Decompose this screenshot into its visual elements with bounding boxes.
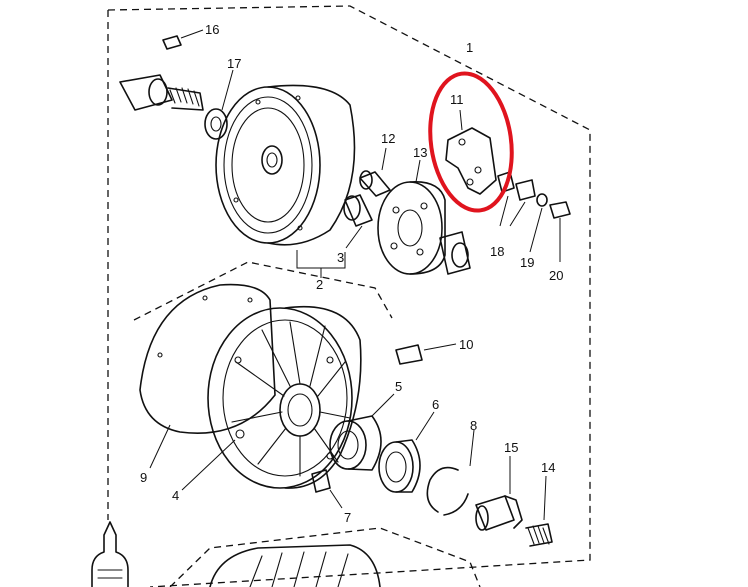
callout-16: 16 [205, 22, 219, 37]
part-7-plug [311, 469, 343, 509]
part-8-snap-ring [426, 429, 475, 516]
callout-8: 8 [470, 418, 477, 433]
callout-12: 12 [381, 131, 395, 146]
part-12-bolt [359, 147, 391, 197]
assembly-boundary [107, 5, 591, 587]
callout-9: 9 [140, 470, 147, 485]
grease-bottle [91, 521, 129, 587]
callout-6: 6 [432, 397, 439, 412]
shaft-spring [119, 74, 204, 111]
part-15-fitting [475, 456, 523, 531]
gasket-section-outline [133, 261, 393, 321]
callout-10: 10 [459, 337, 473, 352]
callout-4: 4 [172, 488, 179, 503]
part-10-bolt [395, 343, 457, 365]
callout-13: 13 [413, 145, 427, 160]
part-3-bushing [343, 194, 373, 249]
callout-19: 19 [520, 255, 534, 270]
highlight-circle [428, 71, 514, 213]
callout-17: 17 [227, 56, 241, 71]
callout-18: 18 [490, 244, 504, 259]
part-17-washer [204, 69, 234, 140]
part-13-hub [377, 159, 471, 275]
part-9-gasket [139, 283, 276, 469]
part-20-bolt [549, 201, 571, 262]
part-4-spoked-cover [181, 305, 362, 491]
part-2-drum-housing [215, 84, 356, 278]
part-5-bearing [329, 393, 395, 471]
callout-3: 3 [337, 250, 344, 265]
callout-2: 2 [316, 277, 323, 292]
callout-5: 5 [395, 379, 402, 394]
part-18-plates [497, 171, 536, 227]
part-16-pin [162, 29, 204, 50]
part-11-bracket [445, 109, 497, 195]
part-14-spring [525, 475, 553, 547]
lower-housing [169, 527, 481, 587]
part-19-washer [529, 193, 548, 253]
callout-11: 11 [450, 92, 464, 107]
callout-20: 20 [549, 268, 563, 283]
callout-1: 1 [466, 40, 473, 55]
callout-7: 7 [344, 510, 351, 525]
callout-14: 14 [541, 460, 555, 475]
callout-15: 15 [504, 440, 518, 455]
part-6-bearing [378, 411, 435, 493]
